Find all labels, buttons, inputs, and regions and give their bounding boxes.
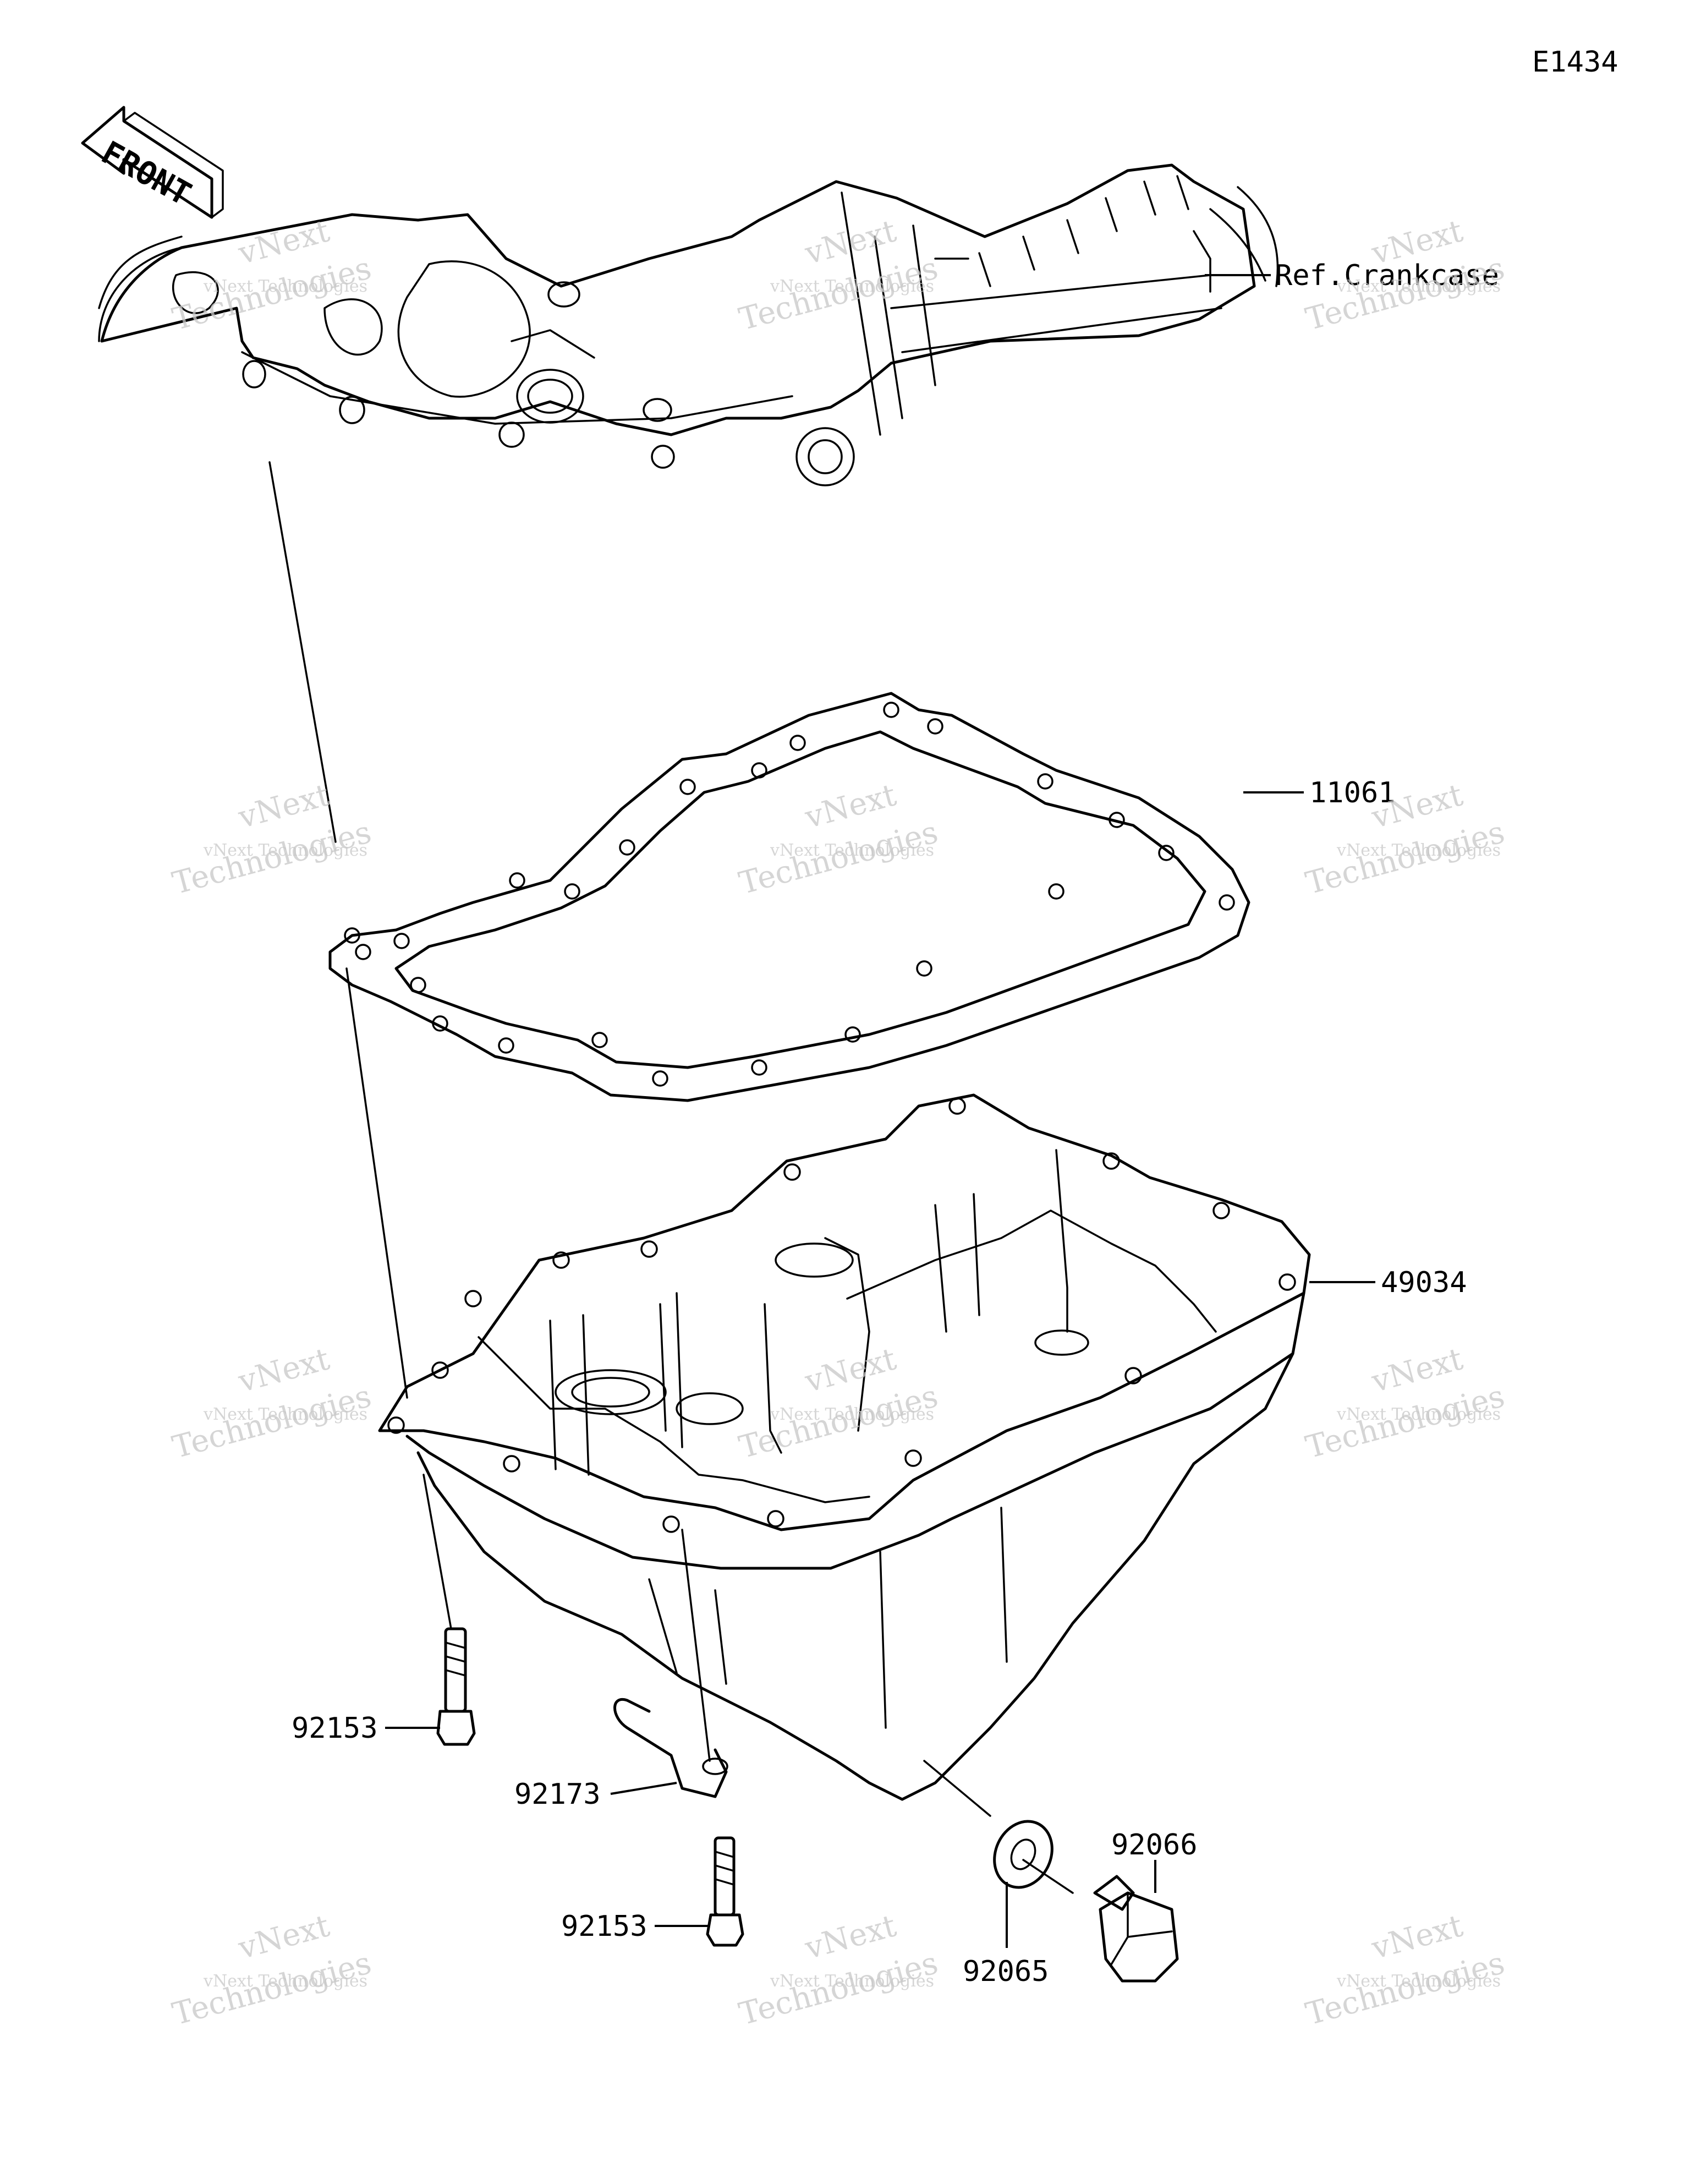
watermark: vNext vNext Technologies Technologies bbox=[736, 213, 942, 337]
oil-pan-label: 49034 bbox=[1381, 1266, 1467, 1299]
svg-text:vNext Technologies: vNext Technologies bbox=[203, 1972, 367, 1991]
gasket-bolt-holes bbox=[344, 702, 1235, 1087]
clamp-leader bbox=[610, 1782, 677, 1795]
svg-text:vNext Technologies: vNext Technologies bbox=[770, 277, 934, 296]
watermark: vNext vNext Technologies Technologies bbox=[736, 777, 942, 901]
svg-text:vNext Technologies: vNext Technologies bbox=[1336, 1972, 1501, 1991]
alignment-line-bolt-upper bbox=[422, 1474, 452, 1630]
watermark: vNext vNext Technologies Technologies bbox=[169, 1341, 375, 1465]
drain-plug bbox=[1093, 1875, 1179, 1983]
bolt-lower-label: 92153 bbox=[561, 1910, 648, 1943]
alignment-line-upper bbox=[268, 461, 337, 843]
oil-pan-bolt-holes bbox=[387, 1097, 1296, 1533]
crankcase-right-contour bbox=[1237, 186, 1279, 287]
alignment-line-lower bbox=[345, 967, 408, 1399]
oil-pan bbox=[378, 1093, 1311, 1801]
svg-text:vNext Technologies: vNext Technologies bbox=[770, 1405, 934, 1424]
drain-plug-label: 92066 bbox=[1111, 1829, 1198, 1862]
svg-text:vNext Technologies: vNext Technologies bbox=[1336, 841, 1501, 860]
oil-pan-gasket bbox=[328, 692, 1250, 1102]
bolt-upper bbox=[436, 1627, 476, 1746]
watermark: vNext vNext Technologies Technologies bbox=[736, 1908, 942, 2032]
crankcase-label: Ref.Crankcase bbox=[1275, 259, 1499, 292]
watermark: vNext vNext Technologies Technologies bbox=[1302, 1341, 1508, 1465]
watermark: vNext vNext Technologies Technologies bbox=[169, 213, 375, 337]
svg-text:vNext Technologies: vNext Technologies bbox=[203, 841, 367, 860]
clamp-label: 92173 bbox=[514, 1778, 601, 1811]
svg-text:vNext Technologies: vNext Technologies bbox=[203, 1405, 367, 1424]
washer-label: 92065 bbox=[963, 1955, 1049, 1988]
svg-text:vNext Technologies: vNext Technologies bbox=[770, 1972, 934, 1991]
front-arrow-icon: FRONT bbox=[81, 106, 224, 219]
svg-text:vNext Technologies: vNext Technologies bbox=[770, 841, 934, 860]
bolt-upper-label: 92153 bbox=[292, 1712, 378, 1745]
svg-text:vNext Technologies: vNext Technologies bbox=[1336, 1405, 1501, 1424]
svg-text:vNext Technologies: vNext Technologies bbox=[1336, 277, 1501, 296]
watermark: vNext vNext Technologies Technologies bbox=[169, 1908, 375, 2032]
gasket-label: 11061 bbox=[1309, 776, 1396, 809]
crankcase-outline bbox=[98, 163, 1266, 486]
front-label: FRONT bbox=[95, 134, 197, 213]
watermark: vNext vNext Technologies Technologies bbox=[169, 777, 375, 901]
svg-text:vNext Technologies: vNext Technologies bbox=[203, 277, 367, 296]
crankcase-left-contour bbox=[98, 247, 183, 342]
alignment-line-plug bbox=[1022, 1859, 1074, 1894]
watermark: vNext vNext Technologies Technologies bbox=[1302, 1908, 1508, 2032]
diagram-code: E1434 bbox=[1532, 46, 1618, 79]
clamp bbox=[613, 1698, 728, 1798]
watermark-grid: vNext vNext Technologies Technologies vN… bbox=[169, 213, 1508, 2032]
washer bbox=[993, 1820, 1053, 1889]
alignment-line-bolt-lower bbox=[681, 1529, 711, 1762]
alignment-line-drain bbox=[923, 1760, 991, 1817]
bolt-lower bbox=[706, 1836, 744, 1947]
